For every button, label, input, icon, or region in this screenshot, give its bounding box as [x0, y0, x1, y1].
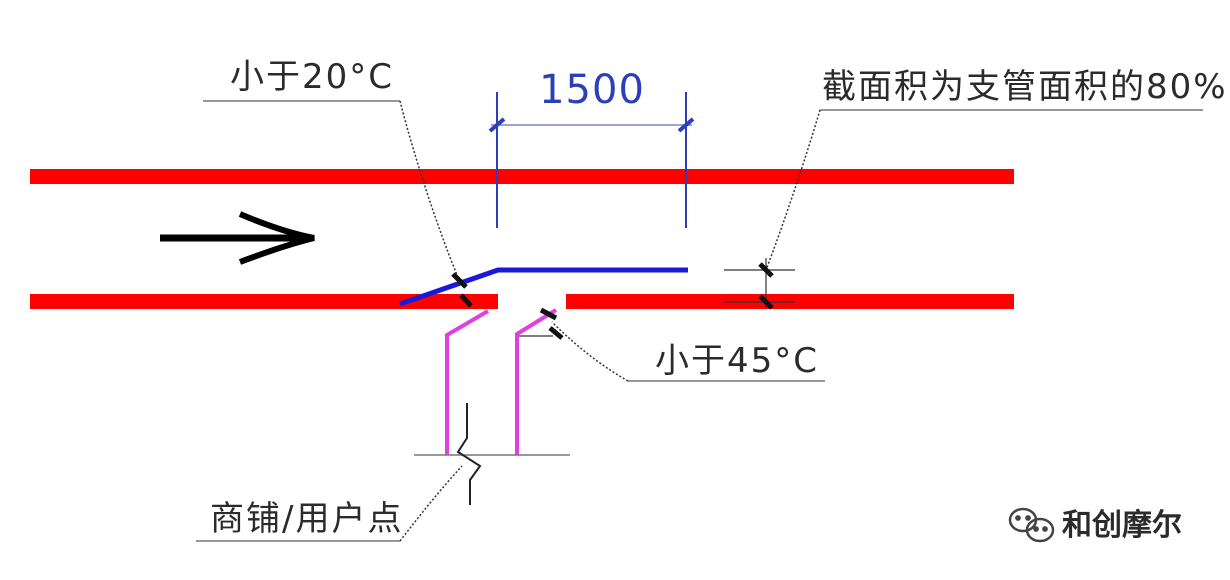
main-pipe-top-wall	[30, 169, 1014, 184]
break-line	[414, 403, 570, 505]
wechat-icon	[1008, 507, 1055, 543]
watermark-text: 和创摩尔	[1062, 508, 1182, 543]
label-angle-top: 小于20°C	[230, 57, 394, 97]
dimension-1500: 1500	[488, 67, 695, 228]
main-pipe-bottom-wall-left	[30, 294, 498, 309]
leader-section-area: 截面积为支管面积的80%	[724, 67, 1228, 310]
leader-angle-bottom: 小于45°C	[519, 307, 825, 382]
label-branch: 商铺/用户点	[210, 499, 403, 539]
deflector-plate	[399, 267, 688, 307]
label-angle-bottom: 小于45°C	[655, 341, 819, 381]
flow-arrow-icon	[160, 211, 315, 265]
dimension-label: 1500	[539, 67, 645, 113]
leader-angle-top: 小于20°C	[203, 57, 473, 308]
leader-branch: 商铺/用户点	[196, 465, 463, 542]
label-section-area: 截面积为支管面积的80%	[822, 67, 1228, 107]
branch-pipe	[445, 308, 558, 455]
watermark: 和创摩尔	[1008, 507, 1182, 543]
